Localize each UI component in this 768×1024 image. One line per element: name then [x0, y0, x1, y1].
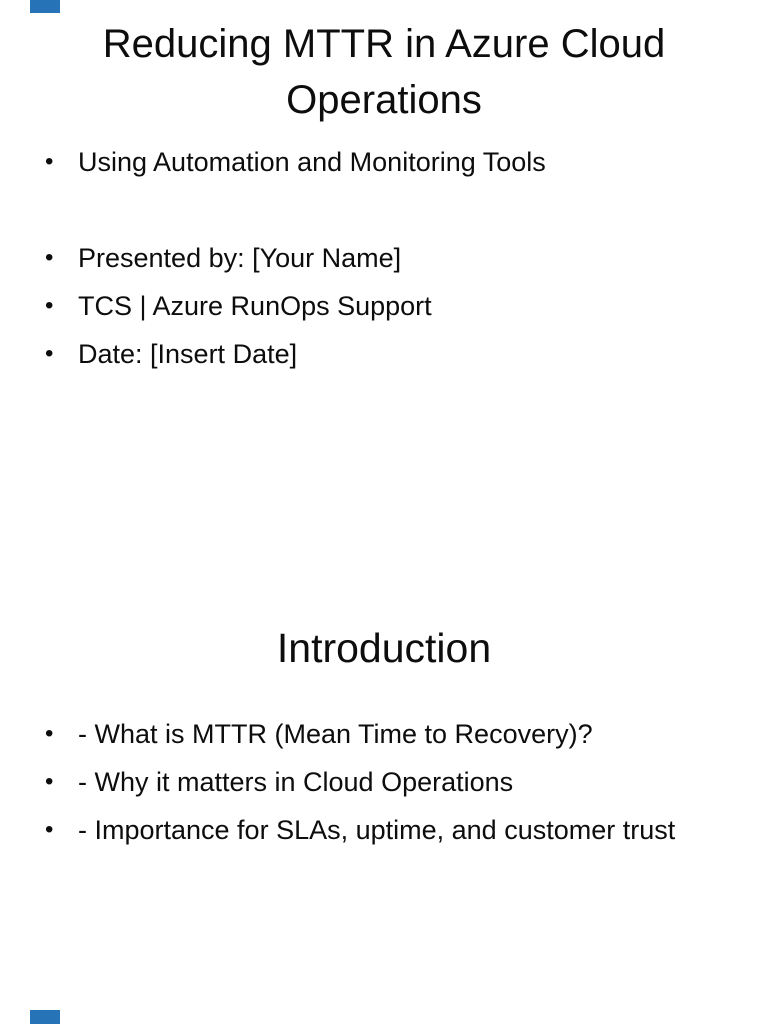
bullet-item: • - What is MTTR (Mean Time to Recovery)… [42, 710, 732, 758]
bullet-dot-icon: • [45, 768, 54, 795]
bullet-item: • - Importance for SLAs, uptime, and cus… [42, 806, 732, 854]
clipped-blue-accent-bottom [30, 1010, 60, 1024]
slide1-subtitle-list: • Using Automation and Monitoring Tools [42, 138, 732, 186]
bullet-dot-icon: • [45, 292, 54, 319]
bullet-dot-icon: • [45, 148, 54, 175]
bullet-item: • - Why it matters in Cloud Operations [42, 758, 732, 806]
bullet-dot-icon: • [45, 720, 54, 747]
slide1-title: Reducing MTTR in Azure Cloud Operations [0, 16, 768, 128]
bullet-dot-icon: • [45, 244, 54, 271]
bullet-text: Using Automation and Monitoring Tools [78, 147, 546, 177]
slide2-title: Introduction [0, 620, 768, 676]
slide1-info-list: • Presented by: [Your Name] • TCS | Azur… [42, 234, 732, 378]
bullet-text: Presented by: [Your Name] [78, 243, 402, 273]
clipped-blue-accent-top [30, 0, 60, 13]
bullet-item: • Using Automation and Monitoring Tools [42, 138, 732, 186]
slide2-title-text: Introduction [276, 625, 492, 671]
bullet-item: • Date: [Insert Date] [42, 330, 732, 378]
slide1-title-line1: Reducing MTTR in Azure Cloud [102, 22, 666, 66]
bullet-text: Date: [Insert Date] [78, 339, 298, 369]
bullet-text: - Why it matters in Cloud Operations [78, 767, 514, 797]
bullet-dot-icon: • [45, 340, 54, 367]
slide1-title-line2: Operations [286, 78, 482, 122]
bullet-dot-icon: • [45, 816, 54, 843]
bullet-text: - What is MTTR (Mean Time to Recovery)? [78, 719, 593, 749]
bullet-item: • Presented by: [Your Name] [42, 234, 732, 282]
bullet-item: • TCS | Azure RunOps Support [42, 282, 732, 330]
bullet-text: - Importance for SLAs, uptime, and custo… [78, 815, 676, 845]
bullet-text: TCS | Azure RunOps Support [78, 291, 432, 321]
slide2-bullet-list: • - What is MTTR (Mean Time to Recovery)… [42, 710, 732, 854]
